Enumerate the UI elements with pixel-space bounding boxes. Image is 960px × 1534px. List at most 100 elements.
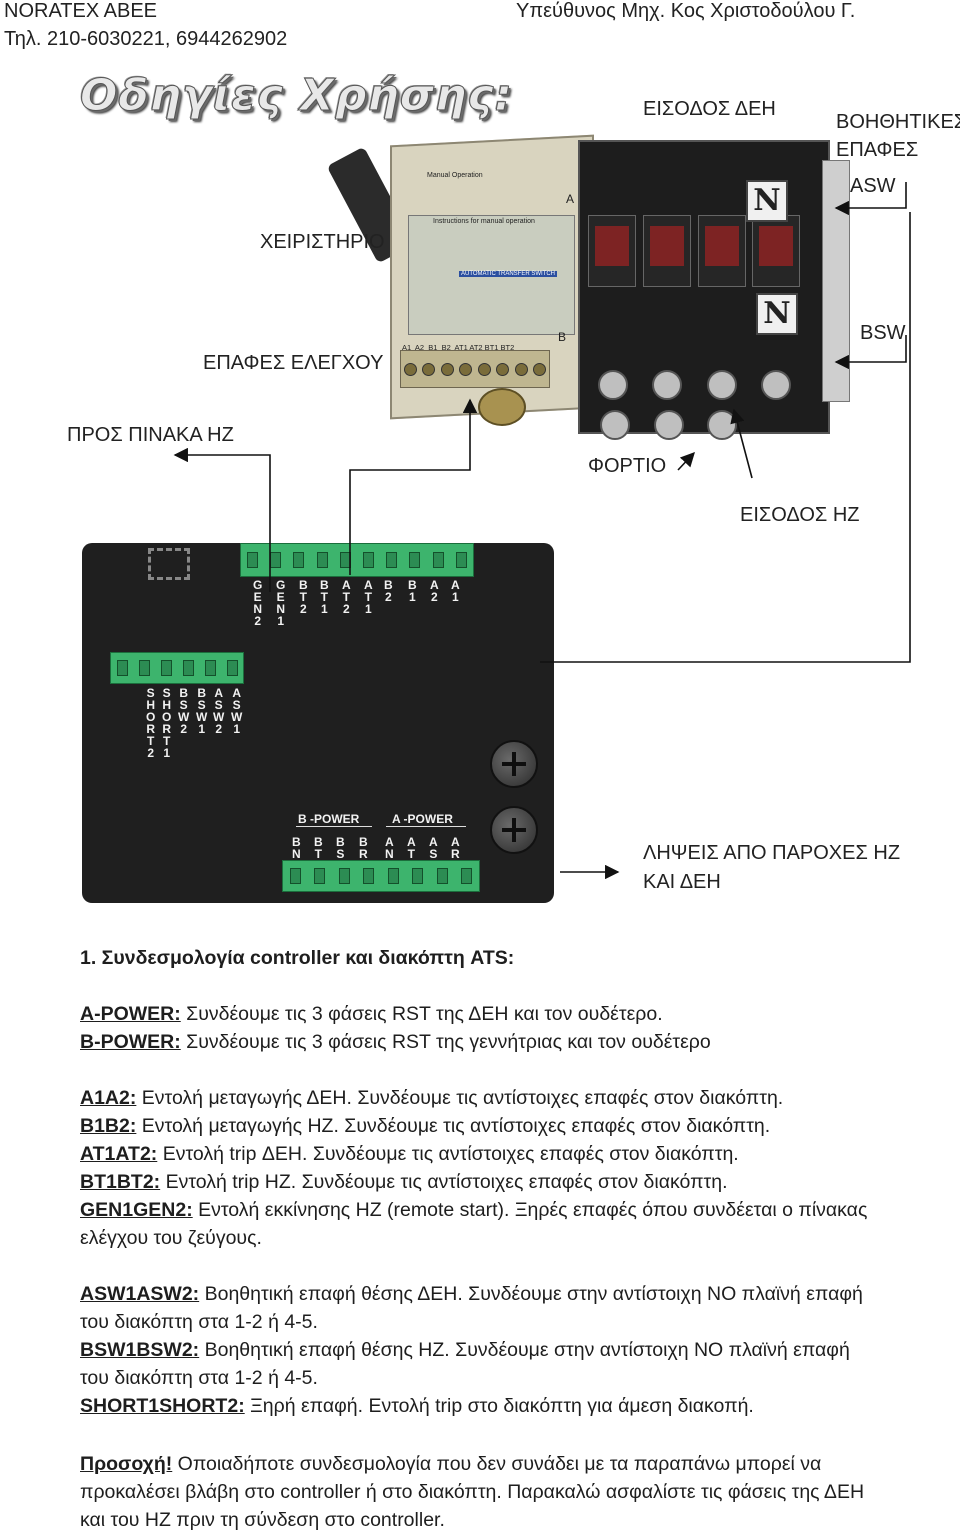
responsible-engineer: Υπεύθυνος Μηχ. Κος Χριστοδούλου Γ.	[516, 0, 856, 22]
pin-a1: A 1	[451, 578, 460, 604]
aux-block: ASW1ASW2: Βοηθητική επαφή θέσης ΔΕΗ. Συν…	[80, 1280, 880, 1420]
plate-line-2: Instructions for manual operation	[433, 218, 535, 225]
breaker-pole-2	[643, 215, 691, 287]
a-power-line	[386, 826, 466, 827]
label-load: ΦΟΡΤΙΟ	[588, 455, 667, 477]
neutral-badge-top: N	[746, 180, 788, 222]
label-supply-1: ΛΗΨΕΙΣ ΑΠΟ ΠΑΡΟΧΕΣ ΗΖ	[643, 842, 901, 864]
controller-dashed-mark	[148, 548, 190, 580]
gen-screw-3	[707, 410, 737, 440]
short-key: SHORT1SHORT2:	[80, 1395, 245, 1417]
load-screw-2	[652, 370, 682, 400]
pin-at: A T	[407, 835, 416, 861]
b-power-line-item: B-POWER: Συνδέουμε τις 3 φάσεις RST της …	[80, 1028, 880, 1056]
label-supply-2: ΚΑΙ ΔΕΗ	[643, 871, 721, 893]
warning-key: Προσοχή!	[80, 1453, 173, 1475]
gen-screw-2	[654, 410, 684, 440]
gen-text: Εντολή εκκίνησης ΗΖ (remote start). Ξηρέ…	[80, 1199, 868, 1249]
a1a2-key: A1A2:	[80, 1087, 137, 1109]
plate-line-3: AUTOMATIC TRANSFER SWITCH	[459, 271, 558, 277]
bt-key: BT1BT2:	[80, 1171, 161, 1193]
asw-key: ASW1ASW2:	[80, 1283, 200, 1305]
control-terminal-block	[400, 350, 550, 388]
bottom-connector	[282, 860, 480, 892]
warning-item: Προσοχή! Οποιαδήποτε συνδεσμολογία που δ…	[80, 1450, 880, 1534]
pin-at1: A T 1	[364, 578, 373, 616]
pin-asw1: A S W 1	[231, 686, 243, 736]
left-connector	[110, 652, 244, 684]
label-input-gen: ΕΙΣΟΔΟΣ ΗΖ	[740, 504, 860, 526]
label-handle: ΧΕΙΡΙΣΤΗΡΙΟ	[260, 231, 385, 253]
ats-instruction-plate: Manual Operation Instructions for manual…	[408, 172, 575, 335]
power-block: A-POWER: Συνδέουμε τις 3 φάσεις RST της …	[80, 1000, 880, 1056]
motor-shaft	[478, 388, 526, 426]
controller-mount-ear	[540, 615, 554, 637]
gen-item: GEN1GEN2: Εντολή εκκίνησης ΗΖ (remote st…	[80, 1196, 880, 1252]
a1a2-text: Εντολή μεταγωγής ΔΕΗ. Συνδέουμε τις αντί…	[136, 1087, 784, 1109]
breaker-pole-4	[752, 215, 800, 287]
commands-block: A1A2: Εντολή μεταγωγής ΔΕΗ. Συνδέουμε τι…	[80, 1084, 880, 1252]
pin-ar: A R	[451, 835, 460, 861]
pin-bt: B T	[314, 835, 323, 861]
asw-text: Βοηθητική επαφή θέσης ΔΕΗ. Συνδέουμε στη…	[80, 1283, 863, 1333]
b-power-line	[296, 826, 372, 827]
controller-illustration	[82, 543, 554, 903]
pin-bn: B N	[292, 835, 301, 861]
bt-item: BT1BT2: Εντολή trip ΗΖ. Συνδέουμε τις αν…	[80, 1168, 880, 1196]
pin-b1: B 1	[408, 578, 417, 604]
b1b2-item: B1B2: Εντολή μεταγωγής ΗΖ. Συνδέουμε τις…	[80, 1112, 880, 1140]
company-name: NORATEX ABEE	[4, 0, 158, 22]
pin-short1: S H O R T 1	[162, 686, 172, 760]
pin-bsw2: B S W 2	[178, 686, 190, 736]
pin-asw2: A S W 2	[213, 686, 225, 736]
label-aux-contacts-1: ΒΟΗΘΗΤΙΚΕΣ	[836, 111, 960, 133]
plate-line-1: Manual Operation	[427, 172, 483, 179]
top-connector	[240, 543, 474, 577]
company-phone: Τηλ. 210-6030221, 6944262902	[4, 28, 288, 50]
b1b2-text: Εντολή μεταγωγής ΗΖ. Συνδέουμε τις αντίσ…	[136, 1115, 771, 1137]
label-asw: ASW	[850, 175, 896, 197]
a-power-line-item: A-POWER: Συνδέουμε τις 3 φάσεις RST της …	[80, 1000, 880, 1028]
asw-item: ASW1ASW2: Βοηθητική επαφή θέσης ΔΕΗ. Συν…	[80, 1280, 880, 1336]
load-screw-3	[707, 370, 737, 400]
bt-text: Εντολή trip ΗΖ. Συνδέουμε τις αντίστοιχε…	[160, 1171, 728, 1193]
neutral-badge-bottom: N	[756, 293, 798, 335]
controller-screw-top	[490, 740, 538, 788]
warning-block: Προσοχή! Οποιαδήποτε συνδεσμολογία που δ…	[80, 1450, 880, 1534]
at-key: AT1AT2:	[80, 1143, 158, 1165]
breaker-pole-3	[698, 215, 746, 287]
pin-an: A N	[385, 835, 394, 861]
bsw-item: BSW1BSW2: Βοηθητική επαφή θέσης ΗΖ. Συνδ…	[80, 1336, 880, 1392]
gen-screw-1	[600, 410, 630, 440]
b-power-key: B-POWER:	[80, 1031, 181, 1053]
pin-at2: A T 2	[342, 578, 351, 616]
control-terminal-labels: A1 A2 B1 B2 AT1 AT2 BT1 BT2	[402, 343, 515, 352]
a-power-text: Συνδέουμε τις 3 φάσεις RST της ΔΕΗ και τ…	[180, 1003, 663, 1025]
b-power-label: B -POWER	[298, 812, 360, 826]
pin-as: A S	[429, 835, 438, 861]
warning-text: Οποιαδήποτε συνδεσμολογία που δεν συνάδε…	[80, 1453, 865, 1531]
pin-bsw1: B S W 1	[196, 686, 208, 736]
controller-screw-bottom	[490, 806, 538, 854]
short-item: SHORT1SHORT2: Ξηρή επαφή. Εντολή trip στ…	[80, 1392, 880, 1420]
a1a2-item: A1A2: Εντολή μεταγωγής ΔΕΗ. Συνδέουμε τι…	[80, 1084, 880, 1112]
pin-bt2: B T 2	[299, 578, 308, 616]
pin-b2: B 2	[384, 578, 393, 604]
b1b2-key: B1B2:	[80, 1115, 137, 1137]
b-power-text: Συνδέουμε τις 3 φάσεις RST της γεννήτρια…	[180, 1031, 711, 1053]
label-aux-contacts-2: ΕΠΑΦΕΣ	[836, 139, 919, 161]
bsw-text: Βοηθητική επαφή θέσης ΗΖ. Συνδέουμε στην…	[80, 1339, 850, 1389]
pin-gen1: G E N 1	[276, 578, 286, 628]
pin-bt1: B T 1	[320, 578, 329, 616]
load-screw-1	[598, 370, 628, 400]
label-to-gen-panel: ΠΡΟΣ ΠΙΝΑΚΑ ΗΖ	[67, 424, 234, 446]
pin-a2: A 2	[430, 578, 439, 604]
pin-br: B R	[359, 835, 368, 861]
load-screw-4	[761, 370, 791, 400]
section-title-text: 1. Συνδεσμολογία controller και διακόπτη…	[80, 947, 515, 969]
label-control-contacts: ΕΠΑΦΕΣ ΕΛΕΓΧΟΥ	[203, 352, 384, 374]
a-power-key: A-POWER:	[80, 1003, 181, 1025]
side-a-mark: A	[566, 192, 575, 206]
pin-short2: S H O R T 2	[146, 686, 156, 760]
pin-gen2: G E N 2	[253, 578, 263, 628]
